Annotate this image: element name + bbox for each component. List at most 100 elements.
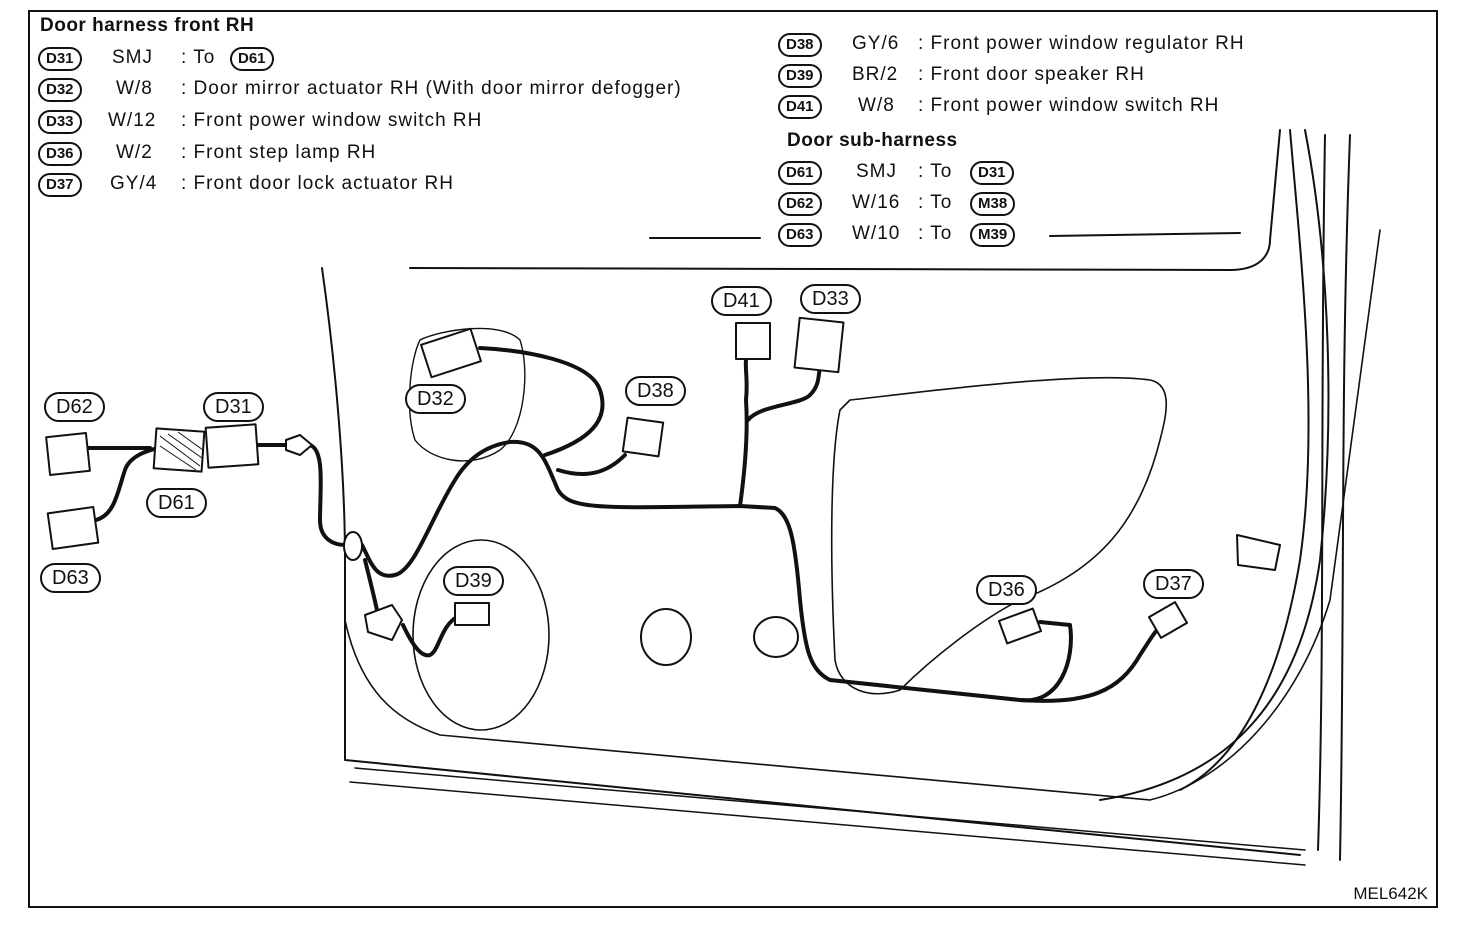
wire-to-d32 [478, 346, 605, 457]
connector-description: : To [918, 223, 953, 244]
connector-d61-hatching [159, 431, 204, 471]
wire-code: W/10 [852, 223, 901, 244]
door-right-edge-2 [1099, 129, 1330, 801]
connector-description: : Front door lock actuator RH [181, 173, 454, 194]
callout-d36: D36 [976, 575, 1037, 605]
door-latch-plate [1236, 534, 1281, 571]
wire-code: SMJ [112, 47, 153, 68]
connector-badge: D62 [778, 192, 822, 216]
callout-d63: D63 [40, 563, 101, 593]
wire-d63 [94, 446, 160, 522]
connector-d33 [793, 316, 845, 374]
connector-description: : To [918, 192, 953, 213]
wire-grommet-in [308, 443, 347, 547]
callout-d37: D37 [1143, 569, 1204, 599]
connector-d38 [621, 416, 665, 458]
wire-to-d41 [738, 358, 749, 508]
connector-d31 [204, 423, 260, 469]
connector-d36 [997, 607, 1043, 645]
callout-d33: D33 [800, 284, 861, 314]
link-badge: M39 [970, 223, 1016, 247]
connector-badge: D38 [778, 33, 822, 57]
leader-line-right [1049, 232, 1241, 237]
callout-d41: D41 [711, 286, 772, 316]
connector-d63 [46, 505, 100, 551]
wire-code: SMJ [856, 161, 897, 182]
link-badge: D61 [230, 47, 274, 71]
connector-description: : Front step lamp RH [181, 142, 377, 163]
legend-row-d38: D38 GY/6 : Front power window regulator … [778, 33, 1338, 61]
wire-to-d38 [556, 453, 627, 476]
connector-description: : Front power window regulator RH [918, 33, 1245, 54]
wire-to-d39 [401, 613, 462, 658]
connector-badge: D31 [38, 47, 82, 71]
connector-d37 [1148, 601, 1188, 639]
callout-d39: D39 [443, 566, 504, 596]
callout-d32: D32 [405, 384, 466, 414]
legend-row-d63: D63 W/10 : To M39 [778, 223, 1058, 251]
legend-row-d62: D62 W/16 : To M38 [778, 192, 1058, 220]
connector-description: : Front power window switch RH [181, 110, 483, 131]
wire-main-harness [360, 439, 1073, 703]
link-badge: M38 [970, 192, 1016, 216]
diagram-frame [28, 10, 1438, 908]
door-top-edge [409, 129, 1281, 271]
connector-badge: D36 [38, 142, 82, 166]
connector-d39 [454, 602, 490, 626]
connector-badge: D63 [778, 223, 822, 247]
legend-row-d36: D36 W/2 : Front step lamp RH [38, 142, 758, 170]
wire-code: GY/6 [852, 33, 900, 54]
link-badge: D31 [970, 161, 1014, 185]
figure-code: MEL642K [1353, 884, 1428, 903]
grommet-door-edge [343, 531, 363, 561]
wire-to-d33 [746, 366, 822, 422]
connector-badge: D39 [778, 64, 822, 88]
wire-code: W/2 [116, 142, 153, 163]
door-right-edge-3 [1339, 134, 1351, 861]
connector-description: : Door mirror actuator RH (With door mir… [181, 78, 682, 99]
connector-badge: D32 [38, 78, 82, 102]
connector-badge: D37 [38, 173, 82, 197]
wire-code: W/16 [852, 192, 901, 213]
connector-description: : Front door speaker RH [918, 64, 1145, 85]
legend-row-d37: D37 GY/4 : Front door lock actuator RH [38, 173, 758, 201]
legend-row-d39: D39 BR/2 : Front door speaker RH [778, 64, 1338, 92]
wire-code: W/8 [116, 78, 153, 99]
connector-description: : Front power window switch RH [918, 95, 1220, 116]
wire-code: GY/4 [110, 173, 158, 194]
wire-code: W/12 [108, 110, 157, 131]
speaker-area-outline [412, 539, 550, 731]
legend-row-d33: D33 W/12 : Front power window switch RH [38, 110, 758, 138]
grommet-upper [285, 434, 313, 456]
door-inner-contour [344, 229, 1381, 801]
service-hole-2 [753, 616, 799, 658]
legend-row-d31: D31 SMJ : To D61 [38, 47, 758, 75]
sub-harness-title: Door sub-harness [787, 130, 958, 151]
legend-row-d32: D32 W/8 : Door mirror actuator RH (With … [38, 78, 758, 106]
service-hole-1 [640, 608, 692, 666]
connector-badge: D33 [38, 110, 82, 134]
callout-d31: D31 [203, 392, 264, 422]
connector-description: : To [181, 47, 216, 68]
door-right-edge-4 [1317, 134, 1326, 851]
legend-row-d61: D61 SMJ : To D31 [778, 161, 1058, 189]
callout-d61: D61 [146, 488, 207, 518]
connector-badge: D61 [778, 161, 822, 185]
legend-row-d41: D41 W/8 : Front power window switch RH [778, 95, 1338, 123]
callout-d62: D62 [44, 392, 105, 422]
door-bottom-rail-1 [354, 767, 1306, 851]
grommet-lower [364, 604, 403, 641]
wire-code: BR/2 [852, 64, 899, 85]
connector-badge: D41 [778, 95, 822, 119]
connector-d62 [45, 432, 91, 476]
wire-code: W/8 [858, 95, 895, 116]
connector-d41 [735, 322, 771, 360]
trim-opening [830, 376, 1168, 695]
wire-to-d37 [1018, 620, 1167, 703]
callout-d38: D38 [625, 376, 686, 406]
door-bottom-rail-2 [349, 781, 1306, 866]
front-harness-title: Door harness front RH [40, 15, 255, 36]
connector-description: : To [918, 161, 953, 182]
connector-d32 [420, 327, 482, 379]
